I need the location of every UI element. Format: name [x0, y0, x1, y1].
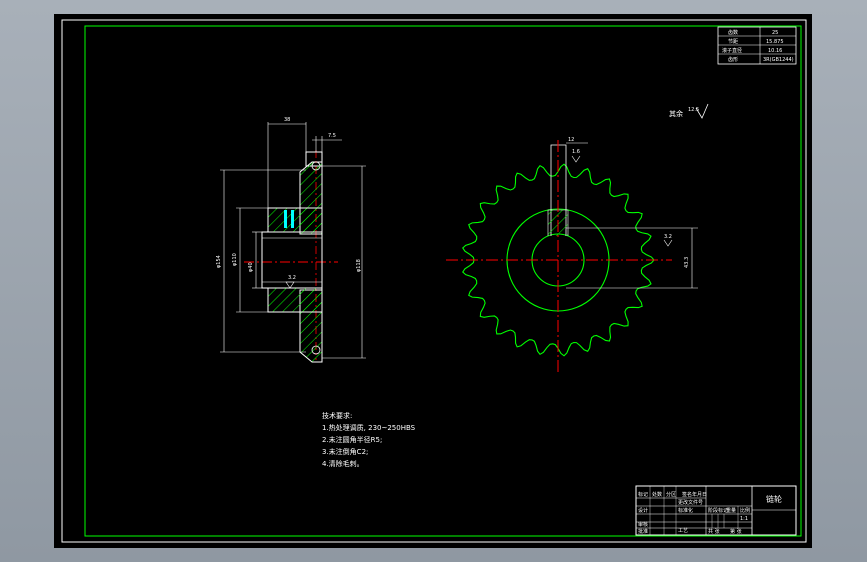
dim-root-dia: φ118: [356, 259, 362, 272]
dim-hub-width: 38: [284, 117, 290, 123]
roughness-tooth: 1.6: [572, 149, 580, 155]
tb-cell-16: 第 张: [730, 528, 742, 535]
tb-cell-3: 更改文件号: [678, 499, 703, 506]
dim-hub-dia: φ110: [232, 253, 238, 266]
tb-cell-8: 阶段标记: [708, 507, 728, 514]
roughness-key: 3.2: [664, 234, 672, 240]
tb-cell-15: 共 张: [708, 528, 720, 535]
roughness-bore: 3.2: [288, 275, 296, 281]
title-block: 标记 处数 分区 更改文件号 签名 年月日 设计 标准化 阶段标记 重量 比例 …: [635, 485, 797, 536]
param-value-1: 15.875: [766, 39, 784, 45]
tb-cell-9: 重量: [726, 507, 736, 514]
part-title: 链轮: [766, 494, 782, 504]
tech-requirements: 技术要求: 1.热处理调质, 230~250HBS 2.未注圆角半径R5; 3.…: [322, 411, 416, 468]
sheet-outer-frame: [61, 19, 807, 543]
param-value-0: 25: [772, 30, 778, 36]
tech-req-item-1: 2.未注圆角半径R5;: [322, 435, 382, 444]
tb-cell-6: 设计: [638, 507, 648, 514]
dim-tooth-width: 7.5: [328, 133, 336, 139]
tech-req-heading: 技术要求:: [322, 411, 352, 420]
param-label-2: 滚子直径: [722, 47, 742, 54]
param-label-3: 齿形: [728, 56, 738, 63]
param-label-0: 齿数: [728, 29, 738, 36]
param-value-2: 10.16: [768, 48, 782, 54]
dim-keyway-width: 12: [568, 137, 574, 143]
param-label-1: 节距: [728, 39, 738, 45]
tb-cell-5: 年月日: [692, 491, 707, 498]
param-table: 齿数 25 节距 15.875 滚子直径 10.16 齿形 3R(GB1244): [717, 26, 797, 65]
section-view: 38 7.5 φ154 φ110 φ40 φ118 3.2: [216, 117, 366, 363]
roughness-note-value: 12.5: [688, 107, 699, 113]
tb-cell-1: 处数: [652, 491, 662, 498]
tb-cell-7: 标准化: [678, 507, 693, 514]
roughness-note: 其余 12.5: [669, 103, 709, 119]
tb-cell-0: 标记: [638, 491, 648, 498]
param-value-3: 3R(GB1244): [763, 57, 794, 63]
tb-cell-4: 签名: [682, 491, 692, 498]
tb-cell-11: 1:1: [740, 516, 748, 522]
drawing-sheet: [54, 14, 812, 548]
tech-req-item-3: 4.清除毛刺。: [322, 459, 364, 468]
tb-cell-10: 比例: [740, 507, 750, 514]
tb-cell-13: 工艺: [678, 528, 688, 534]
tech-req-item-2: 3.未注倒角C2;: [322, 447, 368, 456]
sheet-inner-border: [84, 25, 802, 537]
tb-cell-14: 批准: [638, 528, 648, 535]
dim-outer-dia: φ154: [216, 255, 222, 268]
dim-bore-dia: φ40: [248, 262, 254, 272]
sprocket-front-view: 43.3 12 1.6 3.2: [446, 137, 698, 372]
tb-cell-2: 分区: [666, 491, 676, 498]
tb-cell-12: 审核: [638, 521, 648, 528]
tech-req-item-0: 1.热处理调质, 230~250HBS: [322, 423, 416, 432]
dim-keyway-depth: 43.3: [684, 257, 690, 268]
roughness-note-label: 其余: [669, 109, 683, 118]
